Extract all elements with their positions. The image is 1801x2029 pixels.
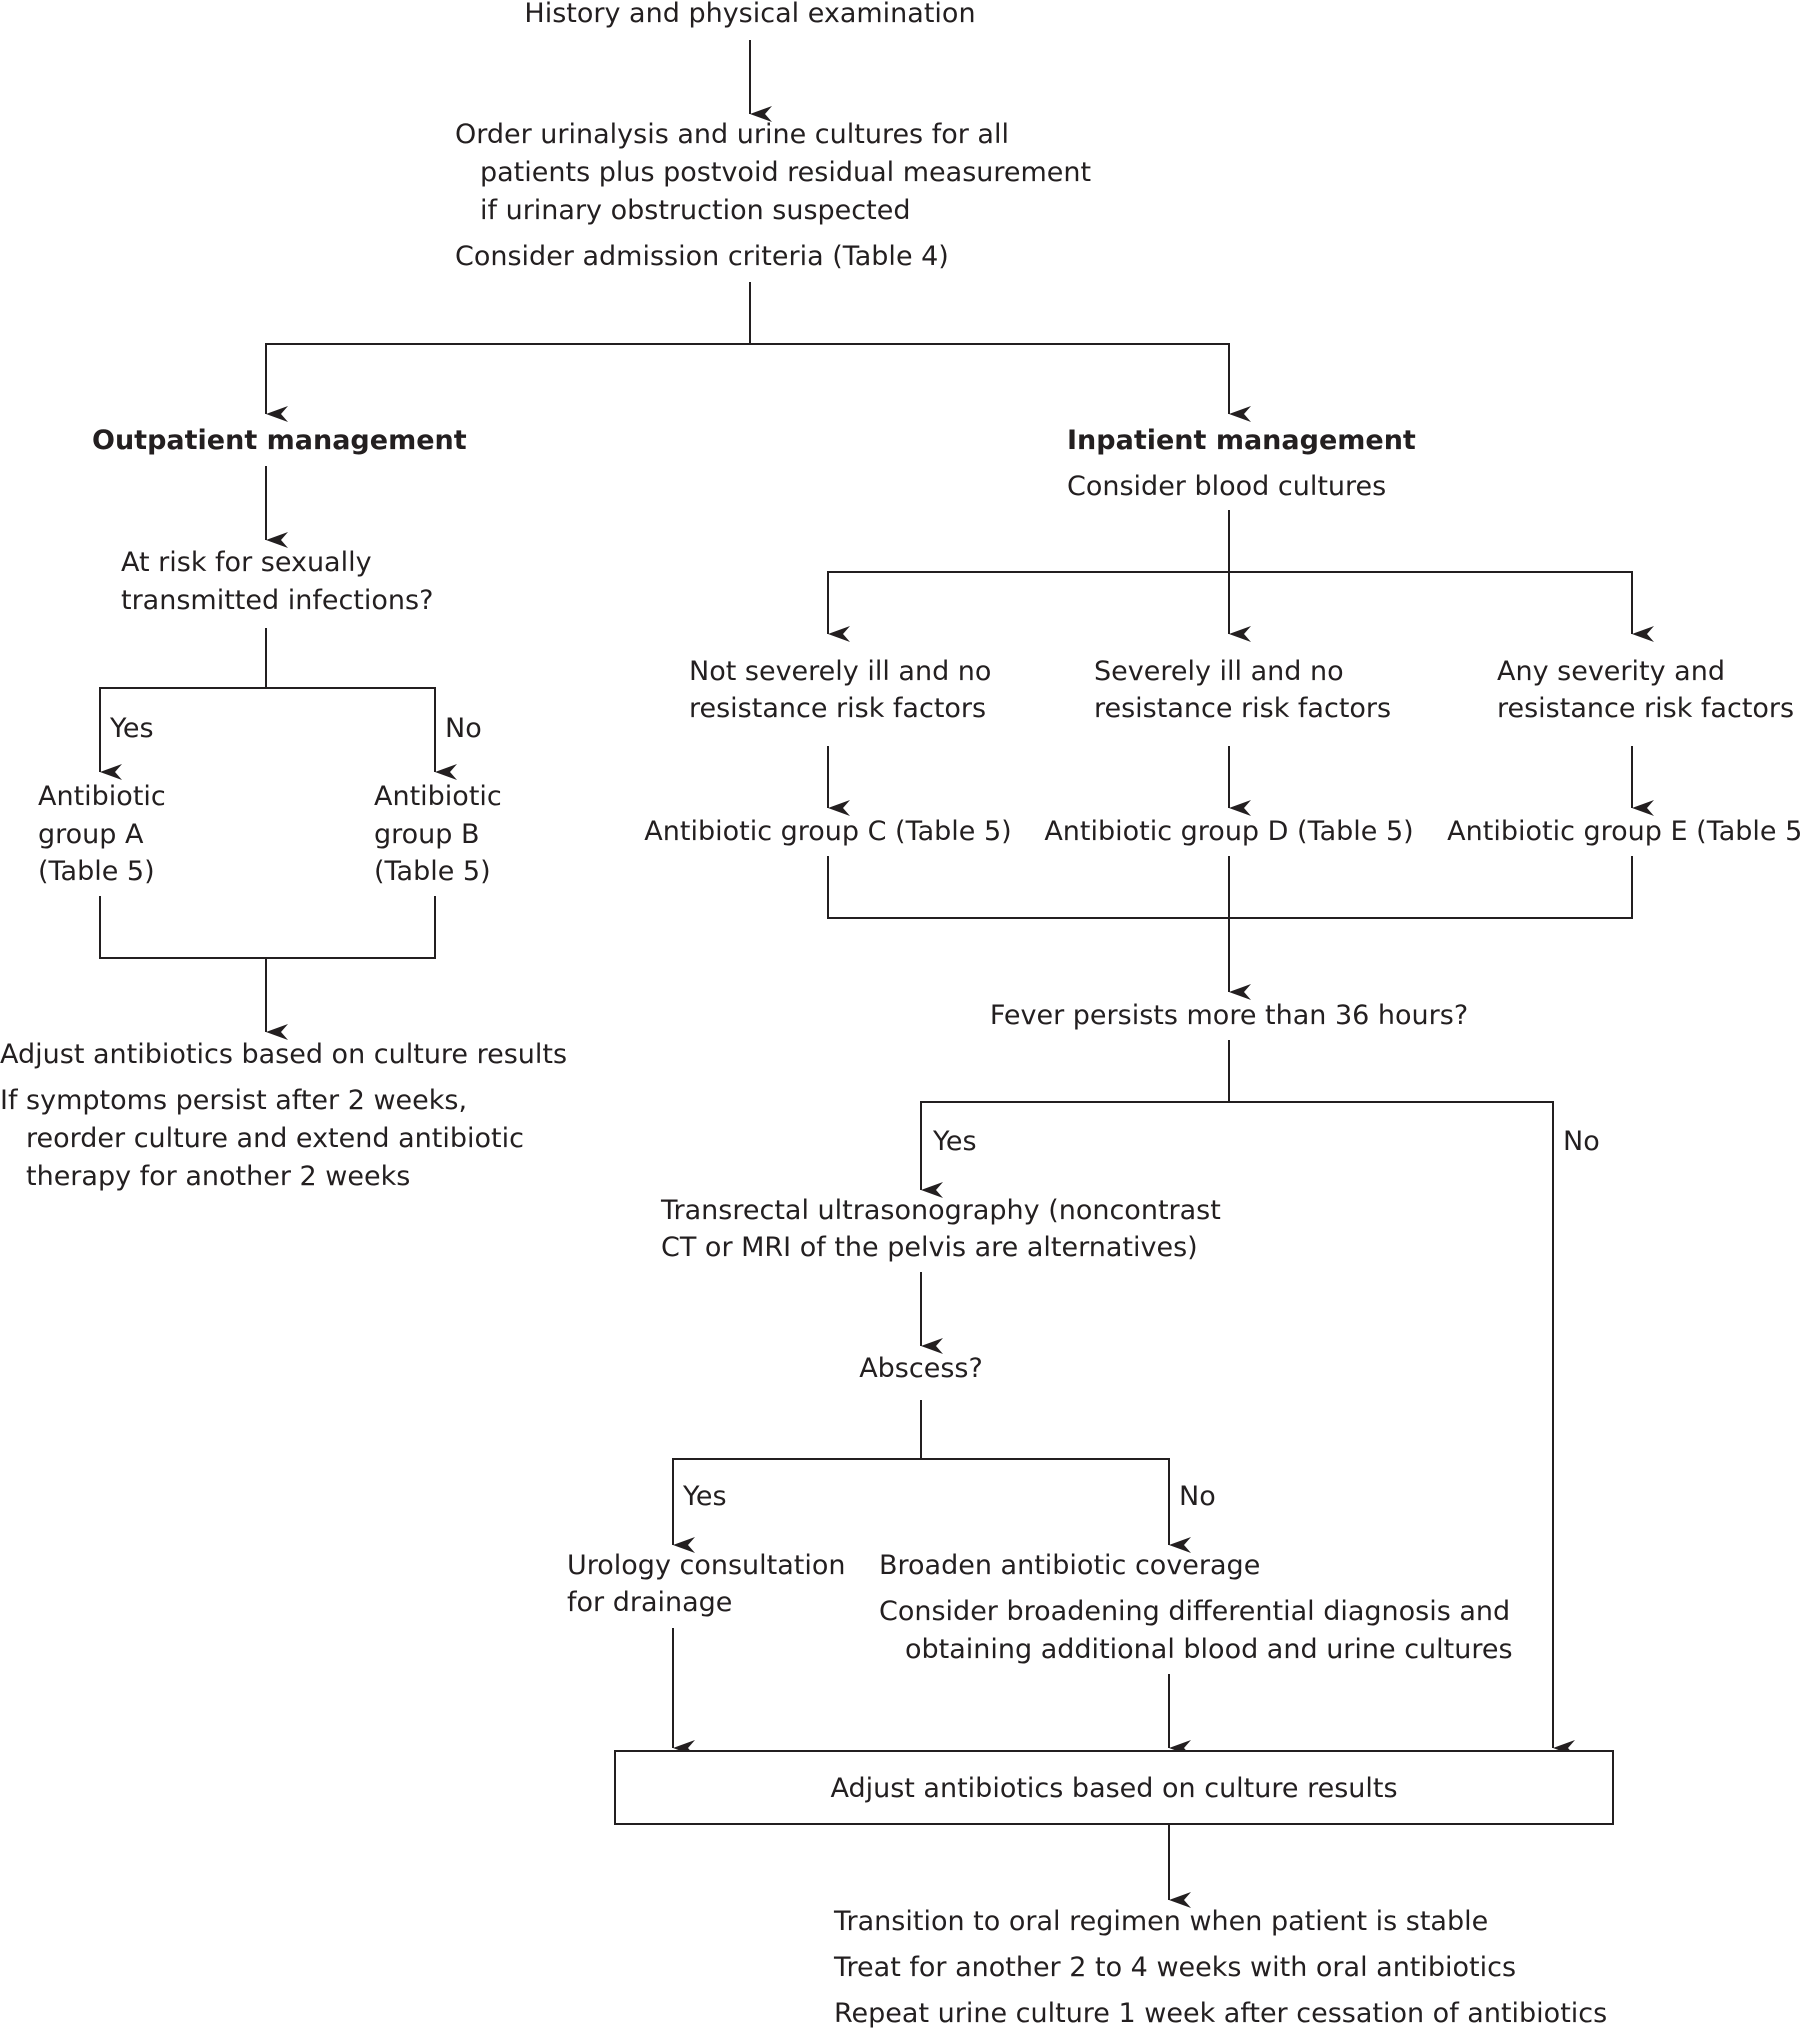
group-a-line-3: (Table 5) (38, 856, 155, 887)
followup-line-4: therapy for another 2 weeks (26, 1161, 410, 1192)
antibiotic-group-c: Antibiotic group C (Table 5) (644, 816, 1011, 847)
group-b-line-1: Antibiotic (374, 781, 502, 812)
final-node: Transition to oral regimen when patient … (833, 1906, 1607, 2029)
fever-yes-label: Yes (932, 1126, 977, 1157)
final-line-2: Treat for another 2 to 4 weeks with oral… (833, 1952, 1516, 1983)
broaden-line-2: Consider broadening differential diagnos… (879, 1596, 1510, 1627)
sti-no-label: No (445, 713, 482, 744)
followup-line-3: reorder culture and extend antibiotic (26, 1123, 524, 1154)
broaden-line-3: obtaining additional blood and urine cul… (905, 1634, 1513, 1665)
fever-no-label: No (1563, 1126, 1600, 1157)
split-line-abscess (672, 1400, 922, 1553)
urology-node: Urology consultation for drainage (567, 1550, 846, 1618)
imaging-line-2: CT or MRI of the pelvis are alternatives… (661, 1232, 1198, 1263)
branch-d-line-2: resistance risk factors (1094, 693, 1391, 724)
outpatient-heading: Outpatient management (92, 425, 467, 456)
split-line-sti-no (266, 687, 457, 780)
workup-line-4: Consider admission criteria (Table 4) (455, 241, 949, 272)
split-line-fever (920, 1040, 1230, 1198)
abscess-question: Abscess? (859, 1353, 983, 1384)
adjust-antibiotics-box: Adjust antibiotics based on culture resu… (614, 1750, 1614, 1825)
branch-e-line-1: Any severity and (1497, 656, 1725, 687)
inpatient-subheading: Consider blood cultures (1067, 471, 1386, 502)
urology-line-2: for drainage (567, 1587, 732, 1618)
branch-c: Not severely ill and no resistance risk … (644, 656, 1011, 847)
branch-c-line-2: resistance risk factors (689, 693, 986, 724)
imaging-line-1: Transrectal ultrasonography (noncontrast (660, 1195, 1221, 1226)
adjust-box-label: Adjust antibiotics based on culture resu… (830, 1773, 1397, 1804)
followup-line-1: Adjust antibiotics based on culture resu… (0, 1039, 567, 1070)
imaging-node: Transrectal ultrasonography (noncontrast… (660, 1195, 1221, 1263)
fever-question: Fever persists more than 36 hours? (990, 1000, 1468, 1031)
branch-e: Any severity and resistance risk factors… (1447, 656, 1801, 847)
antibiotic-group-e: Antibiotic group E (Table 5) (1447, 816, 1801, 847)
workup-line-2: patients plus postvoid residual measurem… (480, 157, 1091, 188)
branch-e-line-2: resistance risk factors (1497, 693, 1794, 724)
workup-node: Order urinalysis and urine cultures for … (455, 119, 1091, 272)
split-line-severity-e (1229, 571, 1654, 642)
connector-lines (99, 40, 1654, 1908)
final-line-1: Transition to oral regimen when patient … (833, 1906, 1488, 1937)
workup-line-3: if urinary obstruction suspected (480, 195, 910, 226)
join-line-groups-ab (99, 896, 436, 959)
branch-c-line-1: Not severely ill and no (689, 656, 991, 687)
outpatient-followup: Adjust antibiotics based on culture resu… (0, 1039, 567, 1192)
abscess-yes-label: Yes (682, 1481, 727, 1512)
arrow-fever-no (1229, 1101, 1575, 1756)
broaden-node: Broaden antibiotic coverage Consider bro… (879, 1550, 1513, 1665)
group-b-line-3: (Table 5) (374, 856, 491, 887)
group-a-line-1: Antibiotic (38, 781, 166, 812)
workup-line-1: Order urinalysis and urine cultures for … (455, 119, 1009, 150)
split-line-sti (99, 628, 267, 780)
split-line-abscess-no (921, 1458, 1191, 1553)
antibiotic-group-a: Antibiotic group A (Table 5) (38, 781, 166, 887)
sti-question: At risk for sexually transmitted infecti… (121, 547, 433, 616)
split-line-admission (265, 282, 751, 422)
group-b-line-2: group B (374, 819, 480, 850)
broaden-line-1: Broaden antibiotic coverage (879, 1550, 1260, 1581)
adjust-box-frame (614, 1750, 1614, 1825)
antibiotic-group-b: Antibiotic group B (Table 5) (374, 781, 502, 887)
final-line-3: Repeat urine culture 1 week after cessat… (834, 1998, 1607, 2029)
sti-question-line-1: At risk for sexually (121, 547, 372, 578)
branch-d: Severely ill and no resistance risk fact… (1044, 656, 1413, 847)
inpatient-heading: Inpatient management (1067, 425, 1416, 456)
followup-line-2: If symptoms persist after 2 weeks, (0, 1085, 467, 1116)
branch-d-line-1: Severely ill and no (1094, 656, 1344, 687)
abscess-no-label: No (1179, 1481, 1216, 1512)
start-node: History and physical examination (524, 0, 975, 29)
urology-line-1: Urology consultation (567, 1550, 846, 1581)
split-line-severity (827, 510, 1230, 642)
sti-question-line-2: transmitted infections? (121, 585, 433, 616)
split-line-inpatient (750, 343, 1251, 422)
antibiotic-group-d: Antibiotic group D (Table 5) (1044, 816, 1413, 847)
group-a-line-2: group A (38, 819, 144, 850)
sti-yes-label: Yes (109, 713, 154, 744)
